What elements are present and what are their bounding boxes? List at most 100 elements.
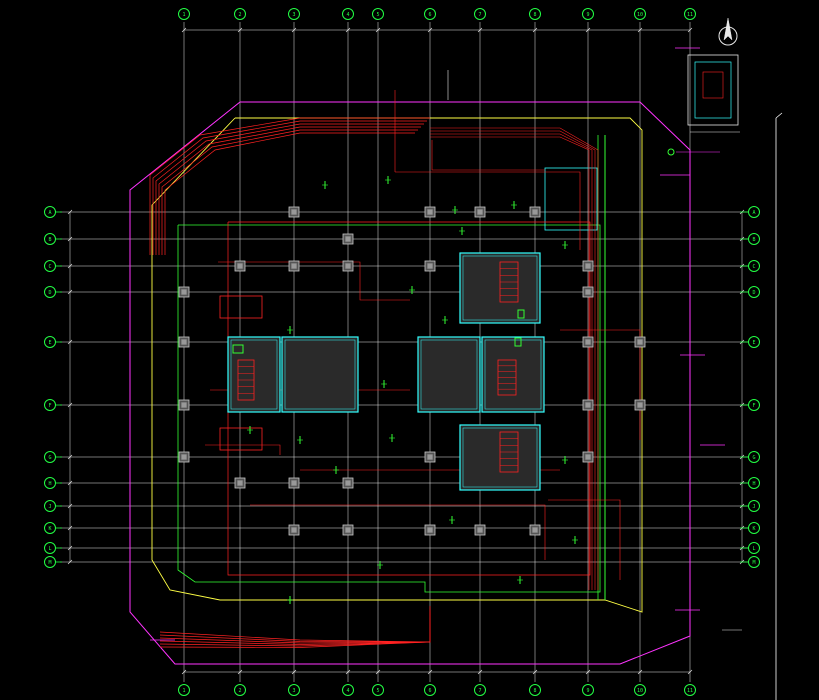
core-walls [219, 252, 545, 491]
pipe-branch-e [431, 140, 545, 171]
grid-bubble-top-7: 7 [478, 12, 481, 18]
grid-bubble-left-B: B [48, 237, 51, 243]
grid-bubble-right-B: B [752, 237, 755, 243]
grid-bubble-bottom-4: 4 [346, 688, 349, 694]
grid-bubble-icon [44, 233, 56, 245]
grid-bubble-icon [684, 8, 696, 20]
green-detail-2 [514, 337, 522, 347]
grid-bubble-left-L: L [48, 546, 51, 552]
grid-bubble-icon [44, 556, 56, 568]
grid-bubble-bottom-1: 1 [182, 688, 185, 694]
column-core-10 [237, 480, 243, 486]
detail-marker [667, 148, 675, 156]
grid-bubble-icon [529, 684, 541, 696]
grid-bubble-icon [44, 522, 56, 534]
pipe-branch-a [218, 261, 410, 301]
column-core-22 [427, 527, 433, 533]
grid-bubble-right-E: E [752, 340, 755, 346]
grid-bubble-icon [178, 684, 190, 696]
pipe-bundle-top-0 [149, 117, 430, 255]
detail-frame [687, 54, 739, 126]
pipe-bundle-top-5 [164, 132, 415, 255]
pipe-bundle-bottom-2 [159, 612, 431, 644]
column-core-12 [345, 480, 351, 486]
grid-bubble-right-C: C [752, 264, 755, 270]
grid-bubble-icon [529, 8, 541, 20]
outline-magenta [129, 101, 691, 665]
grid-bubble-left-F: F [48, 403, 51, 409]
grid-bubble-bottom-6: 6 [428, 688, 431, 694]
pipe-bundle-right-3 [430, 136, 590, 590]
grid-bubble-bottom-7: 7 [478, 688, 481, 694]
grid-bubble-icon [44, 500, 56, 512]
outline-yellow [151, 117, 643, 613]
grid-bubble-icon [288, 8, 300, 20]
columns [178, 206, 646, 536]
column-core-1 [181, 289, 187, 295]
grid-bubble-top-9: 9 [586, 12, 589, 18]
stair-box-top-right [544, 167, 598, 231]
pipe-bundle-top-2 [155, 123, 424, 255]
pipe-bundle-right-1 [430, 130, 596, 590]
core-left-b-inner [284, 339, 356, 410]
room-red-bottom [219, 427, 263, 451]
north-arrow-icon [718, 17, 738, 46]
column-core-29 [637, 402, 643, 408]
pipe-bundle-bottom-1 [159, 609, 431, 643]
grid-bubble-bottom-5: 5 [376, 688, 379, 694]
detail-room [694, 61, 732, 119]
grid-bubble-icon [44, 260, 56, 272]
grid-bubble-icon [44, 477, 56, 489]
outline-green-slab [177, 224, 601, 593]
column-core-17 [532, 209, 538, 215]
grid-bubble-icon [424, 684, 436, 696]
grid-bubble-right-D: D [752, 290, 755, 296]
grid-bubble-bottom-2: 2 [238, 688, 241, 694]
grid-bubble-left-J: J [48, 504, 51, 510]
grid-bubble-icon [178, 8, 190, 20]
grid-bubble-top-6: 6 [428, 12, 431, 18]
pipe-top-branch [395, 171, 581, 250]
grid-bubble-bottom-10: 10 [637, 688, 643, 694]
grid-bubble-icon [748, 522, 760, 534]
grid-bubble-left-D: D [48, 290, 51, 296]
grid-bubble-icon [288, 684, 300, 696]
grid-bubble-right-J: J [752, 504, 755, 510]
pipe-ring-main [227, 221, 591, 576]
core-center-a-inner [420, 339, 478, 410]
dimension-lines [67, 27, 745, 675]
grid-bubble-icon [748, 556, 760, 568]
grid-bubble-top-2: 2 [238, 12, 241, 18]
grid-bubble-icon [372, 684, 384, 696]
column-core-26 [585, 339, 591, 345]
grid-bubble-icon [342, 684, 354, 696]
grid-bubble-top-11: 11 [687, 12, 693, 18]
grid-bubble-icon [474, 684, 486, 696]
grid-bubble-icon [748, 336, 760, 348]
grid-bubble-icon [44, 451, 56, 463]
grid-bubble-icon [748, 286, 760, 298]
column-core-8 [427, 263, 433, 269]
column-core-2 [181, 339, 187, 345]
grid-bubble-right-M: M [752, 560, 755, 566]
grid-bubble-icon [582, 8, 594, 20]
grid-bubble-icon [748, 451, 760, 463]
column-core-20 [291, 527, 297, 533]
grid-bubble-top-8: 8 [533, 12, 536, 18]
core-lower-right-inner [462, 427, 538, 488]
grid-bubble-icon [44, 399, 56, 411]
detail-stair [702, 71, 724, 99]
pipe-bundle-bottom-3 [159, 615, 431, 645]
pipe-network [149, 90, 641, 648]
grid-bubble-left-M: M [48, 560, 51, 566]
grid-bubble-bottom-9: 9 [586, 688, 589, 694]
pipe-bundle-top-4 [161, 129, 418, 255]
grid-bubble-left-A: A [48, 210, 51, 216]
grid-bubble-right-L: L [752, 546, 755, 552]
grid-bubble-icon [748, 500, 760, 512]
